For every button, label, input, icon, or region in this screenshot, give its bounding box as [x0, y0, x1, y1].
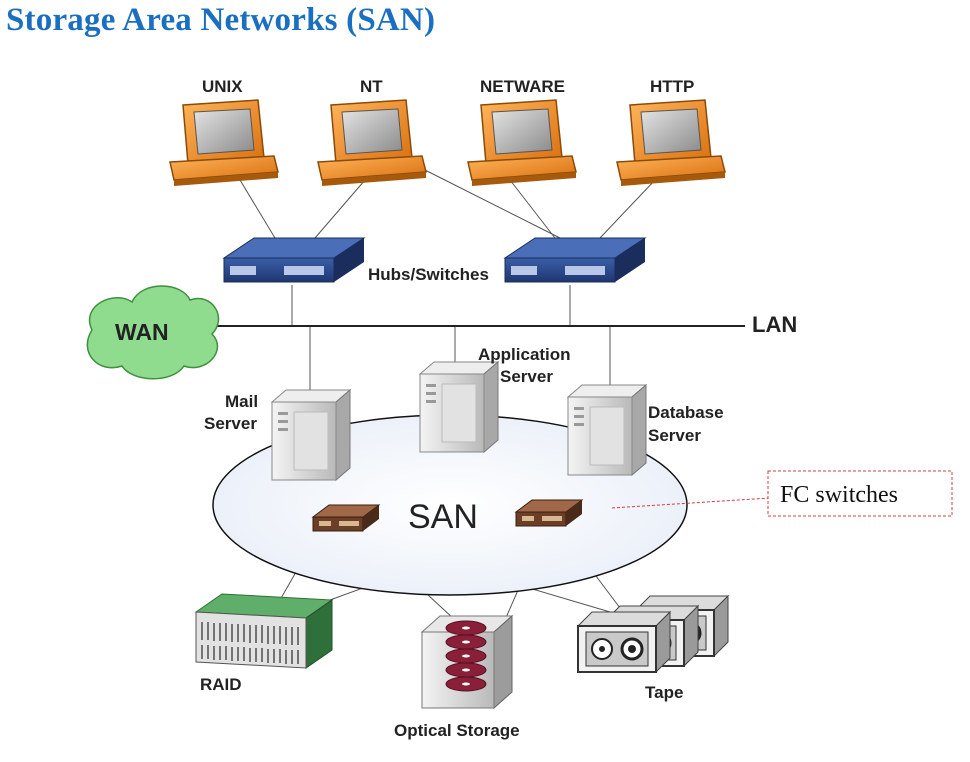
client-http — [616, 99, 726, 187]
hub-right — [504, 237, 646, 283]
client-label-http: HTTP — [650, 77, 694, 96]
tape-icon — [576, 610, 672, 674]
tape-library — [576, 594, 730, 674]
app-server-label-1: Application — [478, 345, 571, 364]
client-label-nt: NT — [360, 77, 383, 96]
client-nt — [317, 99, 427, 187]
database-server — [567, 384, 647, 476]
fc-switches-label: FC switches — [780, 482, 898, 508]
wan-label: WAN — [115, 319, 169, 345]
client-unix — [169, 99, 279, 187]
page-title: Storage Area Networks (SAN) — [6, 2, 436, 38]
mail-server-label-1: Mail — [225, 392, 258, 411]
monitor-icon — [317, 99, 427, 187]
monitor-icon — [467, 99, 577, 187]
mail-server-label-2: Server — [204, 414, 257, 433]
db-server-label-2: Server — [648, 426, 701, 445]
fc-callout-leader — [611, 497, 771, 509]
client-label-unix: UNIX — [202, 77, 243, 96]
optical-storage-label: Optical Storage — [394, 721, 520, 740]
raid-storage — [194, 593, 334, 669]
raid-label: RAID — [200, 675, 242, 694]
mail-server — [271, 389, 351, 481]
application-server — [419, 361, 499, 453]
hub-icon — [504, 237, 646, 283]
hub-left — [223, 237, 365, 283]
app-server-label-2: Server — [500, 367, 553, 386]
server-icon — [567, 384, 647, 476]
san-label: SAN — [408, 498, 478, 536]
server-icon — [419, 361, 499, 453]
optical-storage — [420, 614, 514, 710]
server-icon — [271, 389, 351, 481]
db-server-label-1: Database — [648, 403, 724, 422]
wan-cloud: WAN — [86, 285, 220, 380]
client-label-netware: NETWARE — [480, 77, 565, 96]
hubs-switches-label: Hubs/Switches — [368, 265, 489, 284]
lan-label: LAN — [752, 312, 797, 337]
hub-icon — [223, 237, 365, 283]
monitor-icon — [616, 99, 726, 187]
client-netware — [467, 99, 577, 187]
tape-label: Tape — [645, 683, 683, 702]
fc-callout-box — [767, 470, 953, 517]
monitor-icon — [169, 99, 279, 187]
